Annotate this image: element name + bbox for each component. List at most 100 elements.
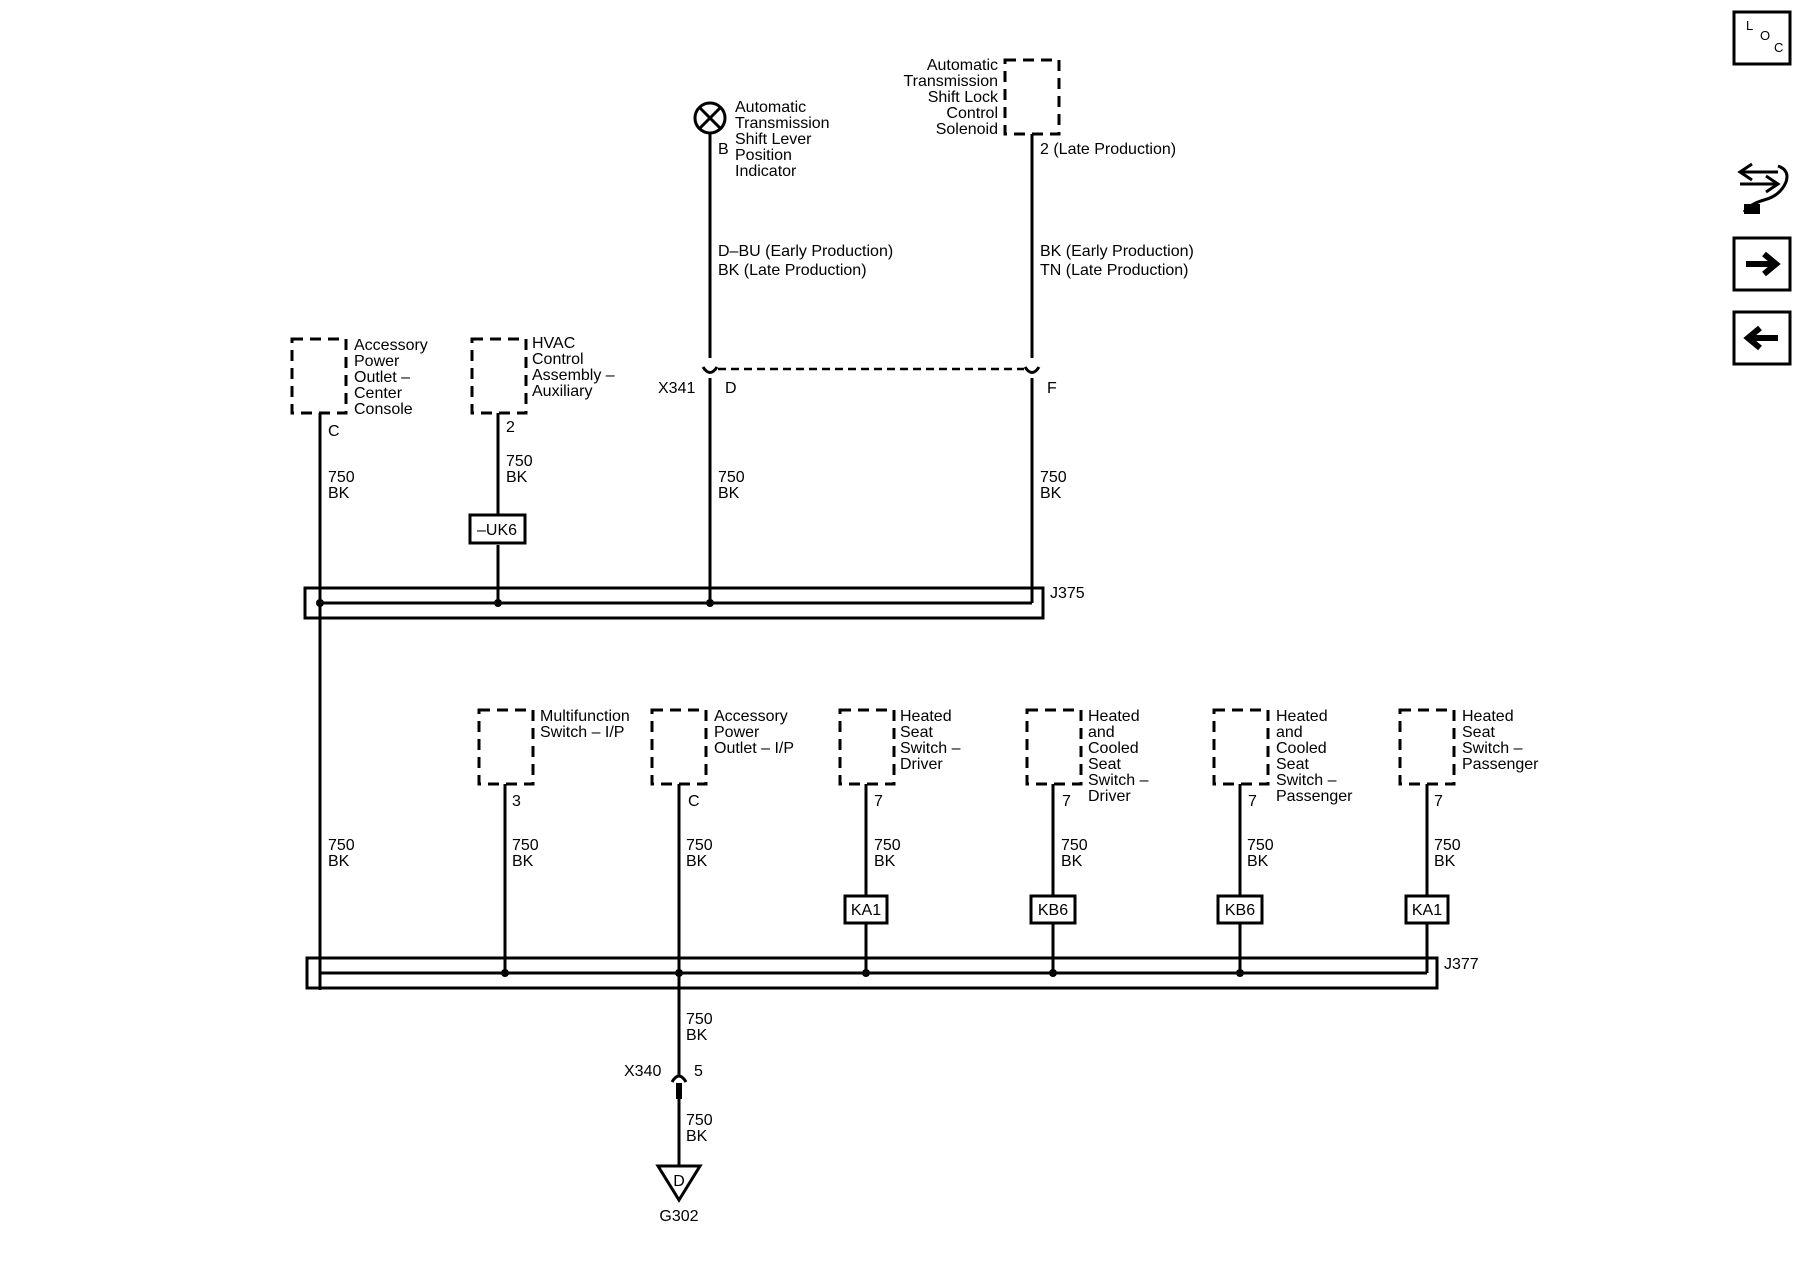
option-ka1-driver: KA1 [843, 894, 889, 925]
pin-label: 7 [1248, 793, 1257, 810]
component-label-line: Power [354, 353, 400, 370]
svg-text:BK: BK [718, 485, 740, 502]
connector-name: X341 [658, 380, 695, 397]
circuit-label: 750 BK [1247, 837, 1274, 870]
circuit-label: 750 BK [874, 837, 901, 870]
circuit-label: 750 BK [1061, 837, 1088, 870]
circuit-label: 750 BK [686, 1011, 713, 1044]
component-label-line: Seat [1276, 756, 1309, 773]
circuit-label: 750 BK [328, 837, 355, 870]
splice-j377: J377 [305, 956, 1479, 990]
option-kb6-driver: KB6 [1029, 894, 1077, 925]
heated-cooled-passenger: Heated and Cooled Seat Switch – Passenge… [1212, 708, 1353, 810]
svg-text:BK: BK [686, 1027, 708, 1044]
heated-seat-passenger: Heated Seat Switch – Passenger 7 [1398, 708, 1539, 810]
component-label-line: Seat [1462, 724, 1495, 741]
arrow-right-icon [1746, 251, 1781, 277]
component-label-line: Cooled [1088, 740, 1139, 757]
svg-text:BK: BK [512, 853, 534, 870]
component-label-line: Transmission [903, 73, 998, 90]
pin-label: 2 (Late Production) [1040, 141, 1176, 158]
component-label-line: Driver [1088, 788, 1131, 805]
circuit-label: 750 BK [686, 1112, 713, 1145]
svg-text:750: 750 [686, 1011, 713, 1028]
pin-label: 5 [694, 1063, 703, 1080]
svg-text:L: L [1746, 18, 1753, 33]
component-label-line: Control [946, 105, 998, 122]
connector-x341: X341 D F [658, 366, 1057, 397]
svg-text:O: O [1760, 28, 1770, 43]
svg-text:BK: BK [328, 485, 350, 502]
component-label-line: Switch – I/P [540, 724, 624, 741]
svg-text:C: C [1774, 40, 1783, 55]
component-label-line: Heated [1088, 708, 1140, 725]
svg-text:BK: BK [874, 853, 896, 870]
component-label-line: Outlet – I/P [714, 740, 794, 757]
connector-x340: X340 5 [624, 1063, 703, 1099]
component-label-line: Transmission [735, 115, 830, 132]
svg-text:–UK6: –UK6 [477, 522, 517, 539]
component-label-line: Cooled [1276, 740, 1327, 757]
component-label-line: Outlet – [354, 369, 410, 386]
forward-button[interactable] [1732, 236, 1792, 292]
svg-text:BK: BK [1040, 485, 1062, 502]
component-label-line: Switch – [1088, 772, 1149, 789]
component-label-line: Heated [900, 708, 952, 725]
loc-icon[interactable]: L O C [1732, 10, 1792, 66]
svg-text:750: 750 [1247, 837, 1274, 854]
wire-color-label: D–BU (Early Production) [718, 243, 893, 260]
pin-label: C [328, 423, 340, 440]
svg-text:750: 750 [686, 1112, 713, 1129]
component-label-line: and [1276, 724, 1303, 741]
component-label-line: Indicator [735, 163, 797, 180]
svg-text:BK: BK [686, 1128, 708, 1145]
component-label-line: Accessory [714, 708, 788, 725]
wire-color-label: BK (Early Production) [1040, 243, 1194, 260]
connector-name: X340 [624, 1063, 661, 1080]
component-label-line: Automatic [927, 57, 998, 74]
pin-label: C [688, 793, 700, 810]
shift-lever-indicator: Automatic Transmission Shift Lever Posit… [693, 99, 830, 180]
svg-text:750: 750 [686, 837, 713, 854]
circuit-label: 750 BK [1434, 837, 1461, 870]
ground-name: G302 [659, 1208, 698, 1225]
component-label-line: Solenoid [936, 121, 998, 138]
component-label-line: Seat [900, 724, 933, 741]
option-kb6-passenger: KB6 [1216, 894, 1264, 925]
pin-label: 7 [1062, 793, 1071, 810]
apo-center-console: Accessory Power Outlet – Center Console … [290, 337, 428, 440]
svg-text:KA1: KA1 [851, 902, 881, 919]
circuit-label: 750 BK [686, 837, 713, 870]
pin-label: D [725, 380, 737, 397]
svg-text:BK: BK [686, 853, 708, 870]
svg-text:750: 750 [718, 469, 745, 486]
svg-text:BK: BK [1247, 853, 1269, 870]
circuit-label: 750 BK [1040, 469, 1067, 502]
circuit-label: 750 BK [506, 453, 533, 486]
component-label-line: Switch – [900, 740, 961, 757]
component-label-line: Driver [900, 756, 943, 773]
component-label-line: Center [354, 385, 403, 402]
component-label-line: Console [354, 401, 413, 418]
option-ka1-passenger: KA1 [1404, 894, 1450, 925]
component-label-line: Automatic [735, 99, 806, 116]
wire-color-label: TN (Late Production) [1040, 262, 1189, 279]
component-connector-icon[interactable] [1737, 162, 1789, 214]
splice-name: J377 [1444, 956, 1479, 973]
heated-seat-driver: Heated Seat Switch – Driver 7 [838, 708, 961, 810]
wire-color-label: BK (Late Production) [718, 262, 867, 279]
circuit-label: 750 BK [328, 469, 355, 502]
svg-text:750: 750 [874, 837, 901, 854]
pin-label: F [1047, 380, 1057, 397]
heated-cooled-driver: Heated and Cooled Seat Switch – Driver 7 [1025, 708, 1149, 810]
pin-label: 3 [512, 793, 521, 810]
multifunction-switch: Multifunction Switch – I/P 3 [477, 708, 630, 810]
back-button[interactable] [1732, 310, 1792, 366]
component-label-line: Switch – [1462, 740, 1523, 757]
pin-label: B [718, 141, 729, 158]
hvac-aux: HVAC Control Assembly – Auxiliary 2 [470, 335, 615, 436]
ground-symbol: D G302 [655, 1164, 703, 1225]
svg-text:750: 750 [1434, 837, 1461, 854]
component-label-line: Heated [1276, 708, 1328, 725]
svg-text:BK: BK [328, 853, 350, 870]
